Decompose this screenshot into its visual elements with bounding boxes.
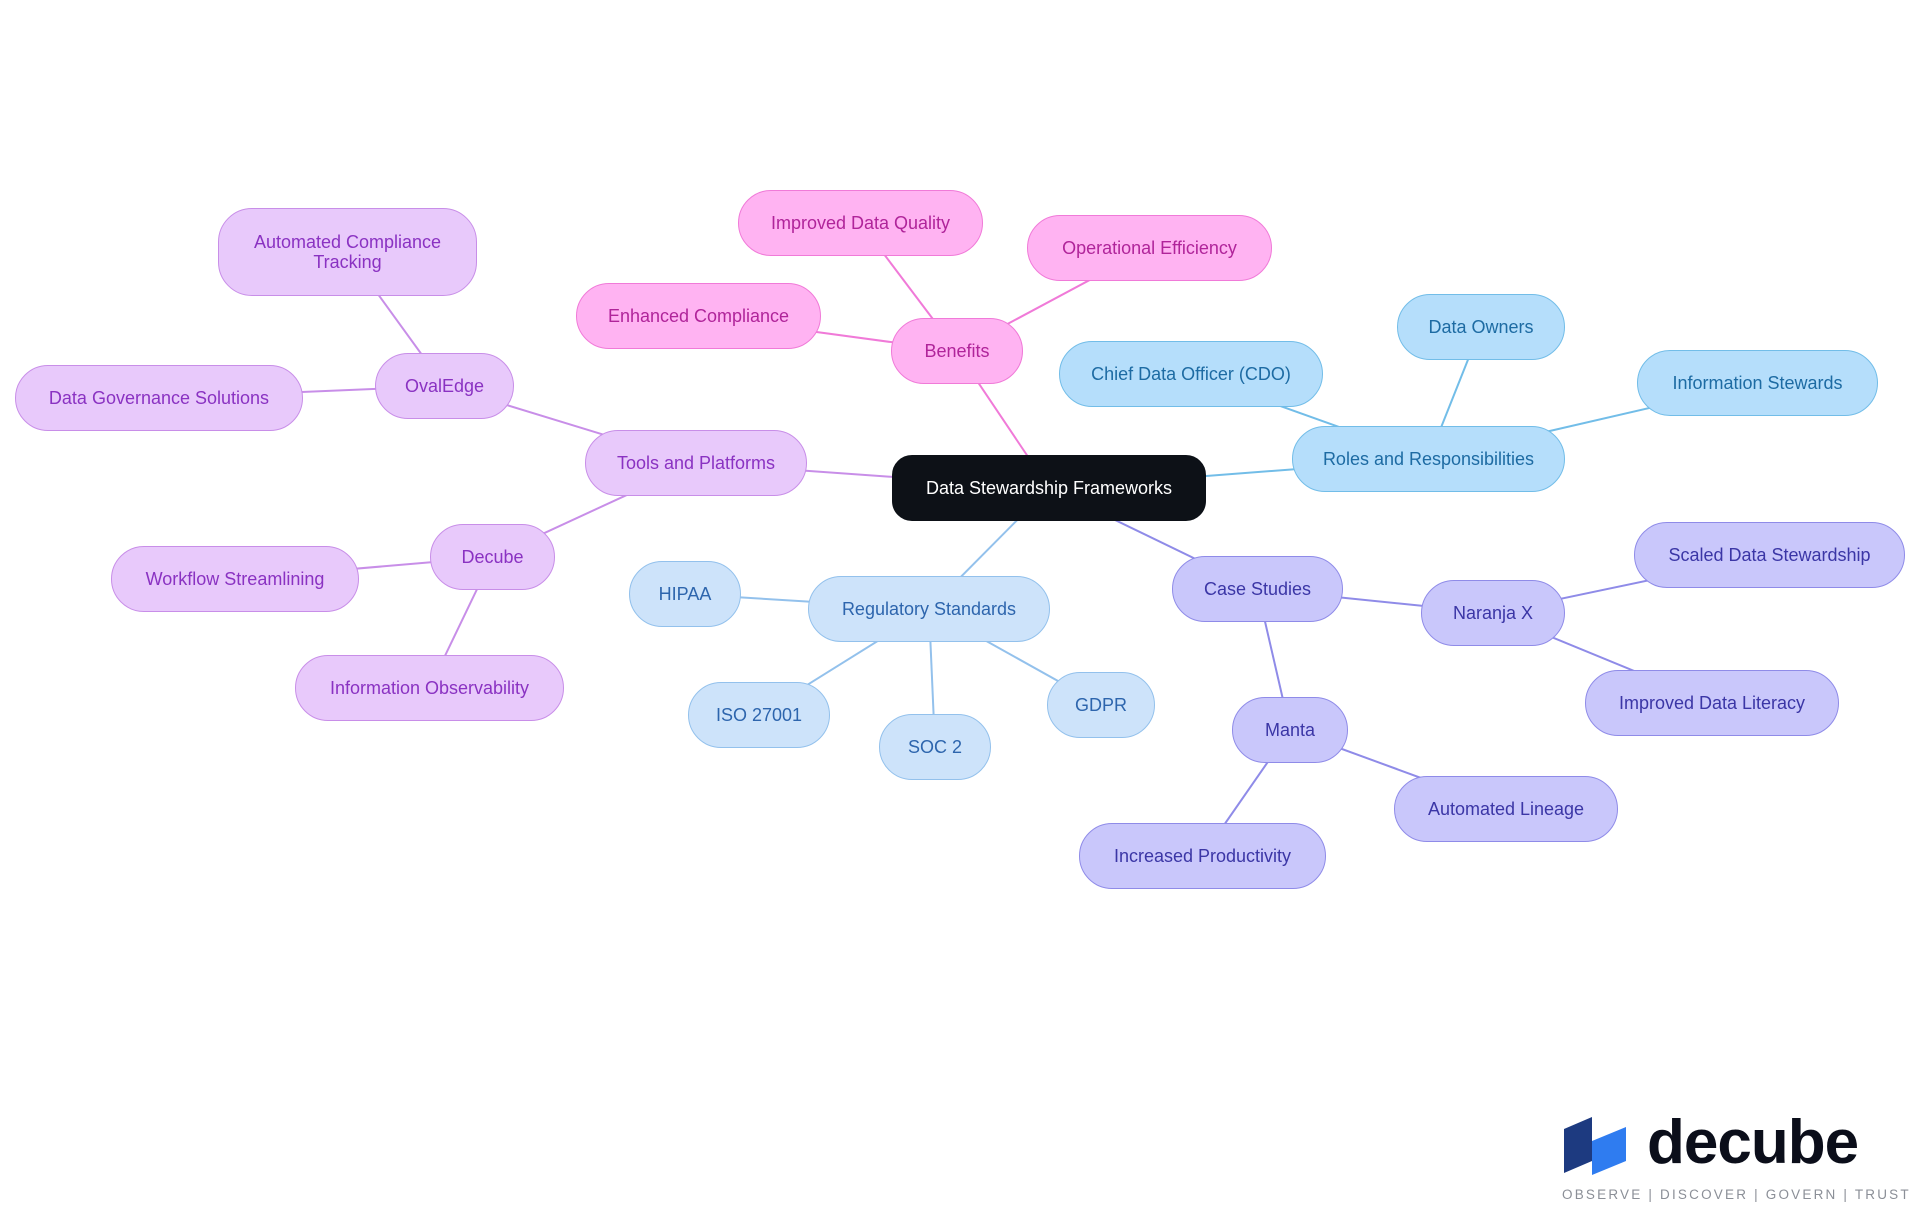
- node-naranja-x[interactable]: Naranja X: [1421, 580, 1565, 646]
- node-decube[interactable]: Decube: [430, 524, 555, 590]
- node-tools-and-platforms[interactable]: Tools and Platforms: [585, 430, 807, 496]
- node-enhanced-compliance[interactable]: Enhanced Compliance: [576, 283, 821, 349]
- node-case-studies[interactable]: Case Studies: [1172, 556, 1343, 622]
- node-regulatory-standards[interactable]: Regulatory Standards: [808, 576, 1050, 642]
- node-data-owners[interactable]: Data Owners: [1397, 294, 1565, 360]
- node-workflow-streamlining[interactable]: Workflow Streamlining: [111, 546, 359, 612]
- root-node[interactable]: Data Stewardship Frameworks: [892, 455, 1206, 521]
- node-chief-data-officer[interactable]: Chief Data Officer (CDO): [1059, 341, 1323, 407]
- node-ovaledge[interactable]: OvalEdge: [375, 353, 514, 419]
- node-roles-and-responsibilities[interactable]: Roles and Responsibilities: [1292, 426, 1565, 492]
- node-gdpr[interactable]: GDPR: [1047, 672, 1155, 738]
- logo-tagline: OBSERVE | DISCOVER | GOVERN | TRUST: [1562, 1187, 1911, 1202]
- node-scaled-data-stewardship[interactable]: Scaled Data Stewardship: [1634, 522, 1905, 588]
- node-data-governance-solutions[interactable]: Data Governance Solutions: [15, 365, 303, 431]
- node-automated-compliance-tracking[interactable]: Automated Compliance Tracking: [218, 208, 477, 296]
- node-improved-data-literacy[interactable]: Improved Data Literacy: [1585, 670, 1839, 736]
- node-automated-lineage[interactable]: Automated Lineage: [1394, 776, 1618, 842]
- node-benefits[interactable]: Benefits: [891, 318, 1023, 384]
- node-operational-efficiency[interactable]: Operational Efficiency: [1027, 215, 1272, 281]
- node-information-stewards[interactable]: Information Stewards: [1637, 350, 1878, 416]
- decube-logo-mark-icon: [1564, 1117, 1626, 1175]
- node-improved-data-quality[interactable]: Improved Data Quality: [738, 190, 983, 256]
- node-hipaa[interactable]: HIPAA: [629, 561, 741, 627]
- logo-wordmark: decube: [1647, 1108, 1859, 1177]
- decube-logo: decube OBSERVE | DISCOVER | GOVERN | TRU…: [1562, 1108, 1909, 1208]
- node-iso-27001[interactable]: ISO 27001: [688, 682, 830, 748]
- node-soc-2[interactable]: SOC 2: [879, 714, 991, 780]
- node-manta[interactable]: Manta: [1232, 697, 1348, 763]
- node-increased-productivity[interactable]: Increased Productivity: [1079, 823, 1326, 889]
- node-information-observability[interactable]: Information Observability: [295, 655, 564, 721]
